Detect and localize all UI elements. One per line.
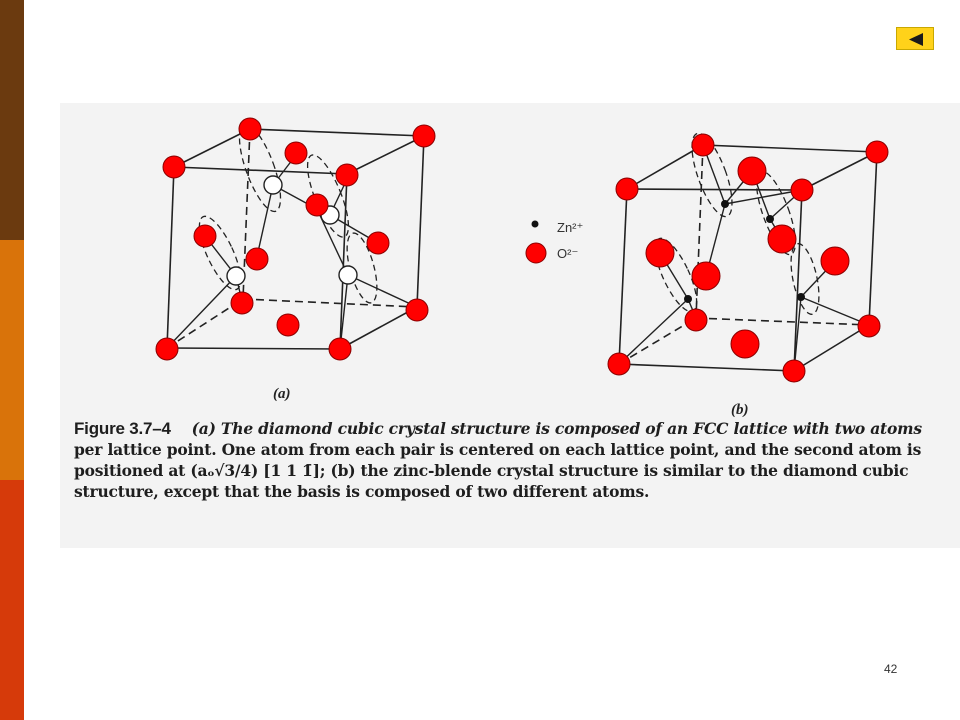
legend-zn-label: Zn²⁺ (557, 220, 584, 235)
page-number: 42 (884, 662, 898, 676)
cube-a-red-atoms (155, 117, 436, 361)
caption-text-1: per lattice point. One atom from each pa… (74, 440, 922, 459)
figure-label-a: (a) (273, 386, 291, 402)
left-bar-dark-brown (0, 0, 24, 240)
caption-title: Figure 3.7–4 (74, 419, 171, 438)
cube-a-frame (166, 128, 425, 350)
legend-o-label: O²⁻ (557, 246, 579, 261)
left-bar-orange (0, 240, 24, 480)
crystal-structure-figure: (a) (b) Zn²⁺ O²⁻ Figure 3.7–4 (a) The di… (60, 103, 960, 548)
cube-a-hidden (166, 128, 418, 349)
figure-label-b: (b) (731, 402, 749, 418)
back-button[interactable] (896, 27, 934, 50)
left-bar-red-orange (0, 480, 24, 720)
cube-a-open-atoms (226, 175, 358, 286)
caption-line-0: Figure 3.7–4 (a) The diamond cubic cryst… (74, 418, 954, 439)
cube-b-frame (618, 144, 878, 372)
crystal-structure-drawings (155, 117, 889, 383)
cube-b-zn-atoms (684, 200, 805, 303)
legend-o-marker (525, 242, 547, 264)
figure-caption: Figure 3.7–4 (a) The diamond cubic cryst… (74, 418, 954, 502)
caption-text-3: structure, except that the basis is comp… (74, 482, 650, 501)
caption-text-2: positioned at (aₒ√3/4) [1 1 1̄]; (b) the… (74, 461, 909, 480)
caption-text-0: (a) The diamond cubic crystal structure … (191, 419, 922, 438)
cube-b-o-atoms (607, 133, 889, 383)
triangle-left-icon (909, 33, 923, 46)
legend-zn-marker (531, 220, 539, 228)
cube-b-hidden (618, 144, 870, 365)
